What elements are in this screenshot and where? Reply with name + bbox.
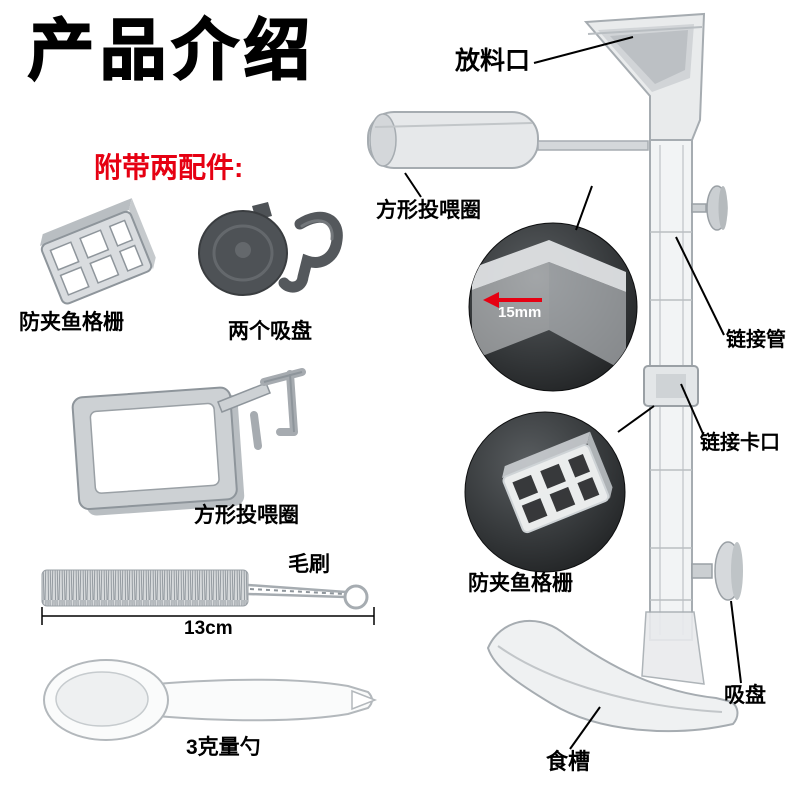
inset-grille-detail bbox=[464, 411, 626, 573]
label-feed-port: 放料口 bbox=[455, 47, 531, 75]
label-brush-length: 13cm bbox=[184, 618, 233, 639]
suction-cup-bottom-art bbox=[691, 541, 743, 601]
spoon-art bbox=[43, 659, 378, 741]
feeding-ring-cylinder-art bbox=[367, 111, 649, 169]
label-trough: 食槽 bbox=[546, 749, 591, 774]
grille-left-art bbox=[40, 198, 156, 305]
label-link-tube: 链接管 bbox=[726, 329, 786, 351]
label-brush: 毛刷 bbox=[288, 553, 330, 576]
label-feeding-ring-top: 方形投喂圈 bbox=[376, 199, 481, 222]
label-grille-inset: 防夹鱼格栅 bbox=[468, 572, 573, 595]
label-inset-measurement: 15mm bbox=[498, 304, 542, 321]
page-title: 产品介绍 bbox=[27, 13, 316, 87]
feeding-ring-art bbox=[71, 368, 306, 516]
label-suction-cups: 两个吸盘 bbox=[228, 320, 312, 343]
link-clip-art bbox=[643, 365, 699, 407]
measure-arrow bbox=[483, 292, 542, 308]
trough-art bbox=[486, 611, 739, 733]
brush-art bbox=[41, 569, 369, 610]
label-feeding-ring: 方形投喂圈 bbox=[194, 504, 299, 527]
label-grille-left: 防夹鱼格栅 bbox=[19, 311, 124, 334]
suction-cup-top-art bbox=[691, 185, 728, 231]
leader-lines bbox=[404, 36, 742, 750]
accessories-note: 附带两配件: bbox=[94, 152, 244, 183]
suction-cups-art bbox=[198, 202, 343, 296]
label-spoon: 3克量勺 bbox=[186, 736, 261, 759]
feeder-funnel-art bbox=[583, 12, 706, 141]
label-link-clip: 链接卡口 bbox=[700, 432, 780, 454]
label-suction-cup: 吸盘 bbox=[724, 684, 766, 707]
inset-ring-detail bbox=[468, 222, 638, 392]
dimension-line-13cm bbox=[41, 607, 375, 625]
